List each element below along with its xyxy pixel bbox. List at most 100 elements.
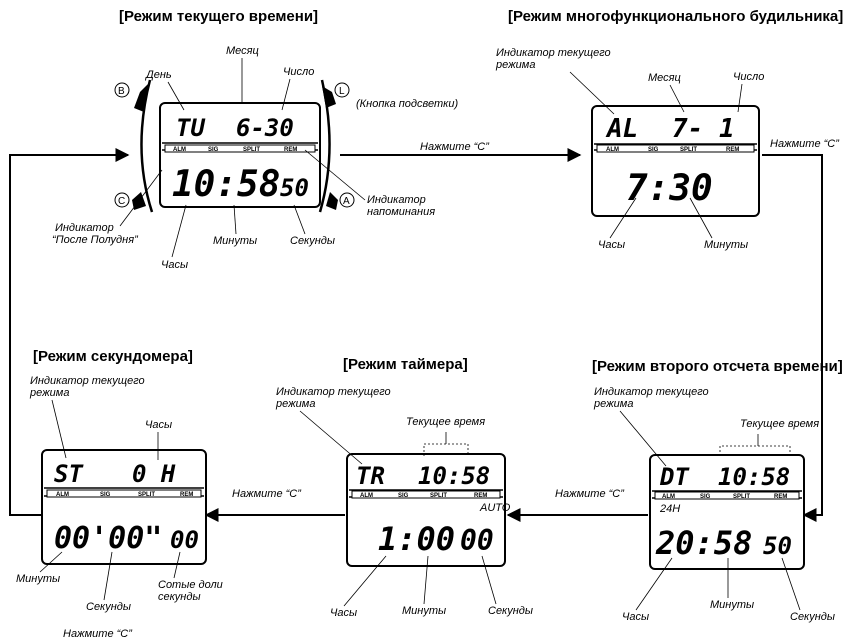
display-frame (159, 102, 321, 208)
day-display: TU (176, 114, 205, 142)
seconds-display: 50 (280, 174, 309, 202)
label-month: Месяц (226, 45, 259, 57)
label-minutes: Минуты (402, 605, 446, 617)
label-seconds: Секунды (86, 601, 131, 613)
main-display: 20:58 (655, 524, 752, 562)
label-mode-2: режима (29, 387, 69, 399)
label-hours: Часы (161, 259, 188, 271)
label-mode-1: Индикатор текущего (30, 375, 145, 387)
flow-arrows (9, 148, 823, 522)
sig-indicator: SIG (100, 492, 111, 498)
mode-display: DT (659, 463, 690, 491)
watch-timer: TR 10:58 ALM SIG SPLIT REM AUTO 1:00 00 … (275, 386, 533, 619)
label-hours: Часы (598, 239, 625, 251)
press-c-label-5: Нажмите “C” (63, 628, 133, 640)
label-day: День (144, 69, 172, 81)
alm-indicator: ALM (606, 147, 619, 153)
split-indicator: SPLIT (733, 494, 750, 500)
split-indicator: SPLIT (680, 147, 697, 153)
button-c: C (118, 196, 125, 207)
watch-dual-time: DT 10:58 ALM SIG SPLIT REM 24H 20:58 50 … (593, 386, 835, 623)
label-seconds: Секунды (290, 235, 335, 247)
button-l: L (339, 86, 345, 97)
label-hours: Часы (622, 611, 649, 623)
label-reminder-2: напоминания (367, 206, 435, 218)
label-mode-1: Индикатор текущего (594, 386, 709, 398)
time-display: 7:30 (626, 168, 713, 209)
rem-indicator: REM (774, 494, 787, 500)
label-mode-2: режима (593, 398, 633, 410)
label-mode-1: Индикатор текущего (276, 386, 391, 398)
label-light: (Кнопка подсветки) (356, 98, 458, 110)
mode-display: AL (605, 114, 638, 144)
label-minutes: Минуты (710, 599, 754, 611)
display-frame (591, 105, 760, 217)
case-left (140, 79, 154, 213)
rem-indicator: REM (284, 147, 297, 153)
arrow-to-current-time (9, 148, 130, 516)
watch-current-time: TU 6-30 ALM SIG SPLIT REM 10:58 50 B L C… (52, 45, 458, 271)
press-c-label-3: Нажмите “C” (555, 488, 625, 500)
label-minutes: Минуты (213, 235, 257, 247)
label-hundredths-1: Сотые доли (158, 579, 223, 591)
label-seconds: Секунды (790, 611, 835, 623)
date-display: 7- 1 (672, 114, 735, 144)
title-stopwatch: [Режим секундомера] (33, 348, 193, 365)
alm-indicator: ALM (662, 494, 675, 500)
time-display: 10:58 (172, 164, 280, 205)
main-display: 00'00" (54, 521, 162, 556)
rem-indicator: REM (726, 147, 739, 153)
watch-stopwatch: ST 0 H ALM SIG SPLIT REM 00'00" 00 Индик… (16, 375, 223, 613)
title-dual-time: [Режим второго отсчета времени] (592, 358, 843, 375)
mode-display: ST (54, 460, 84, 488)
label-current-time: Текущее время (406, 416, 485, 428)
rem-indicator: REM (180, 492, 193, 498)
title-current-time: [Режим текущего времени] (119, 8, 318, 25)
label-current-time: Текущее время (740, 418, 819, 430)
button-b: B (118, 86, 125, 97)
button-a: A (343, 196, 350, 207)
label-pm-1: Индикатор (55, 222, 114, 234)
label-pm-2: “После Полудня” (52, 234, 139, 246)
arrow-to-dual-time (762, 154, 823, 522)
display-frame (346, 453, 506, 567)
watch-alarm: AL 7- 1 ALM SIG SPLIT REM 7:30 Индикатор… (495, 47, 764, 251)
label-mode-1: Индикатор текущего (496, 47, 611, 59)
label-reminder-1: Индикатор (367, 194, 426, 206)
main-display: 1:00 (378, 520, 455, 558)
label-hundredths-2: секунды (158, 591, 201, 603)
press-c-label-1: Нажмите “C” (420, 141, 490, 153)
label-hours: Часы (145, 419, 172, 431)
split-indicator: SPLIT (138, 492, 155, 498)
title-alarm: [Режим многофункционального будильника] (508, 8, 843, 25)
label-minutes: Минуты (704, 239, 748, 251)
rem-indicator: REM (474, 493, 487, 499)
seconds-display: 50 (763, 532, 792, 560)
label-mode-2: режима (495, 59, 535, 71)
alm-indicator: ALM (56, 492, 69, 498)
label-seconds: Секунды (488, 605, 533, 617)
label-date: Число (283, 66, 314, 78)
date-display: 6-30 (236, 114, 294, 142)
time-display: 10:58 (418, 462, 490, 490)
title-timer: [Режим таймера] (343, 356, 468, 373)
button-b-shape (134, 84, 148, 112)
label-minutes: Минуты (16, 573, 60, 585)
label-month: Месяц (648, 72, 681, 84)
alm-indicator: ALM (360, 493, 373, 499)
sig-indicator: SIG (398, 493, 409, 499)
mode-display: TR (356, 462, 385, 490)
time-display: 10:58 (718, 463, 790, 491)
h24-indicator: 24H (659, 503, 680, 515)
button-l-shape (322, 86, 336, 108)
button-a-shape (326, 192, 338, 210)
sig-indicator: SIG (208, 147, 219, 153)
sig-indicator: SIG (648, 147, 659, 153)
alm-indicator: ALM (173, 147, 186, 153)
hours-display: 0 H (132, 460, 176, 488)
split-indicator: SPLIT (243, 147, 260, 153)
split-indicator: SPLIT (430, 493, 447, 499)
seconds-display: 00 (460, 524, 494, 557)
auto-indicator: AUTO (479, 502, 511, 514)
